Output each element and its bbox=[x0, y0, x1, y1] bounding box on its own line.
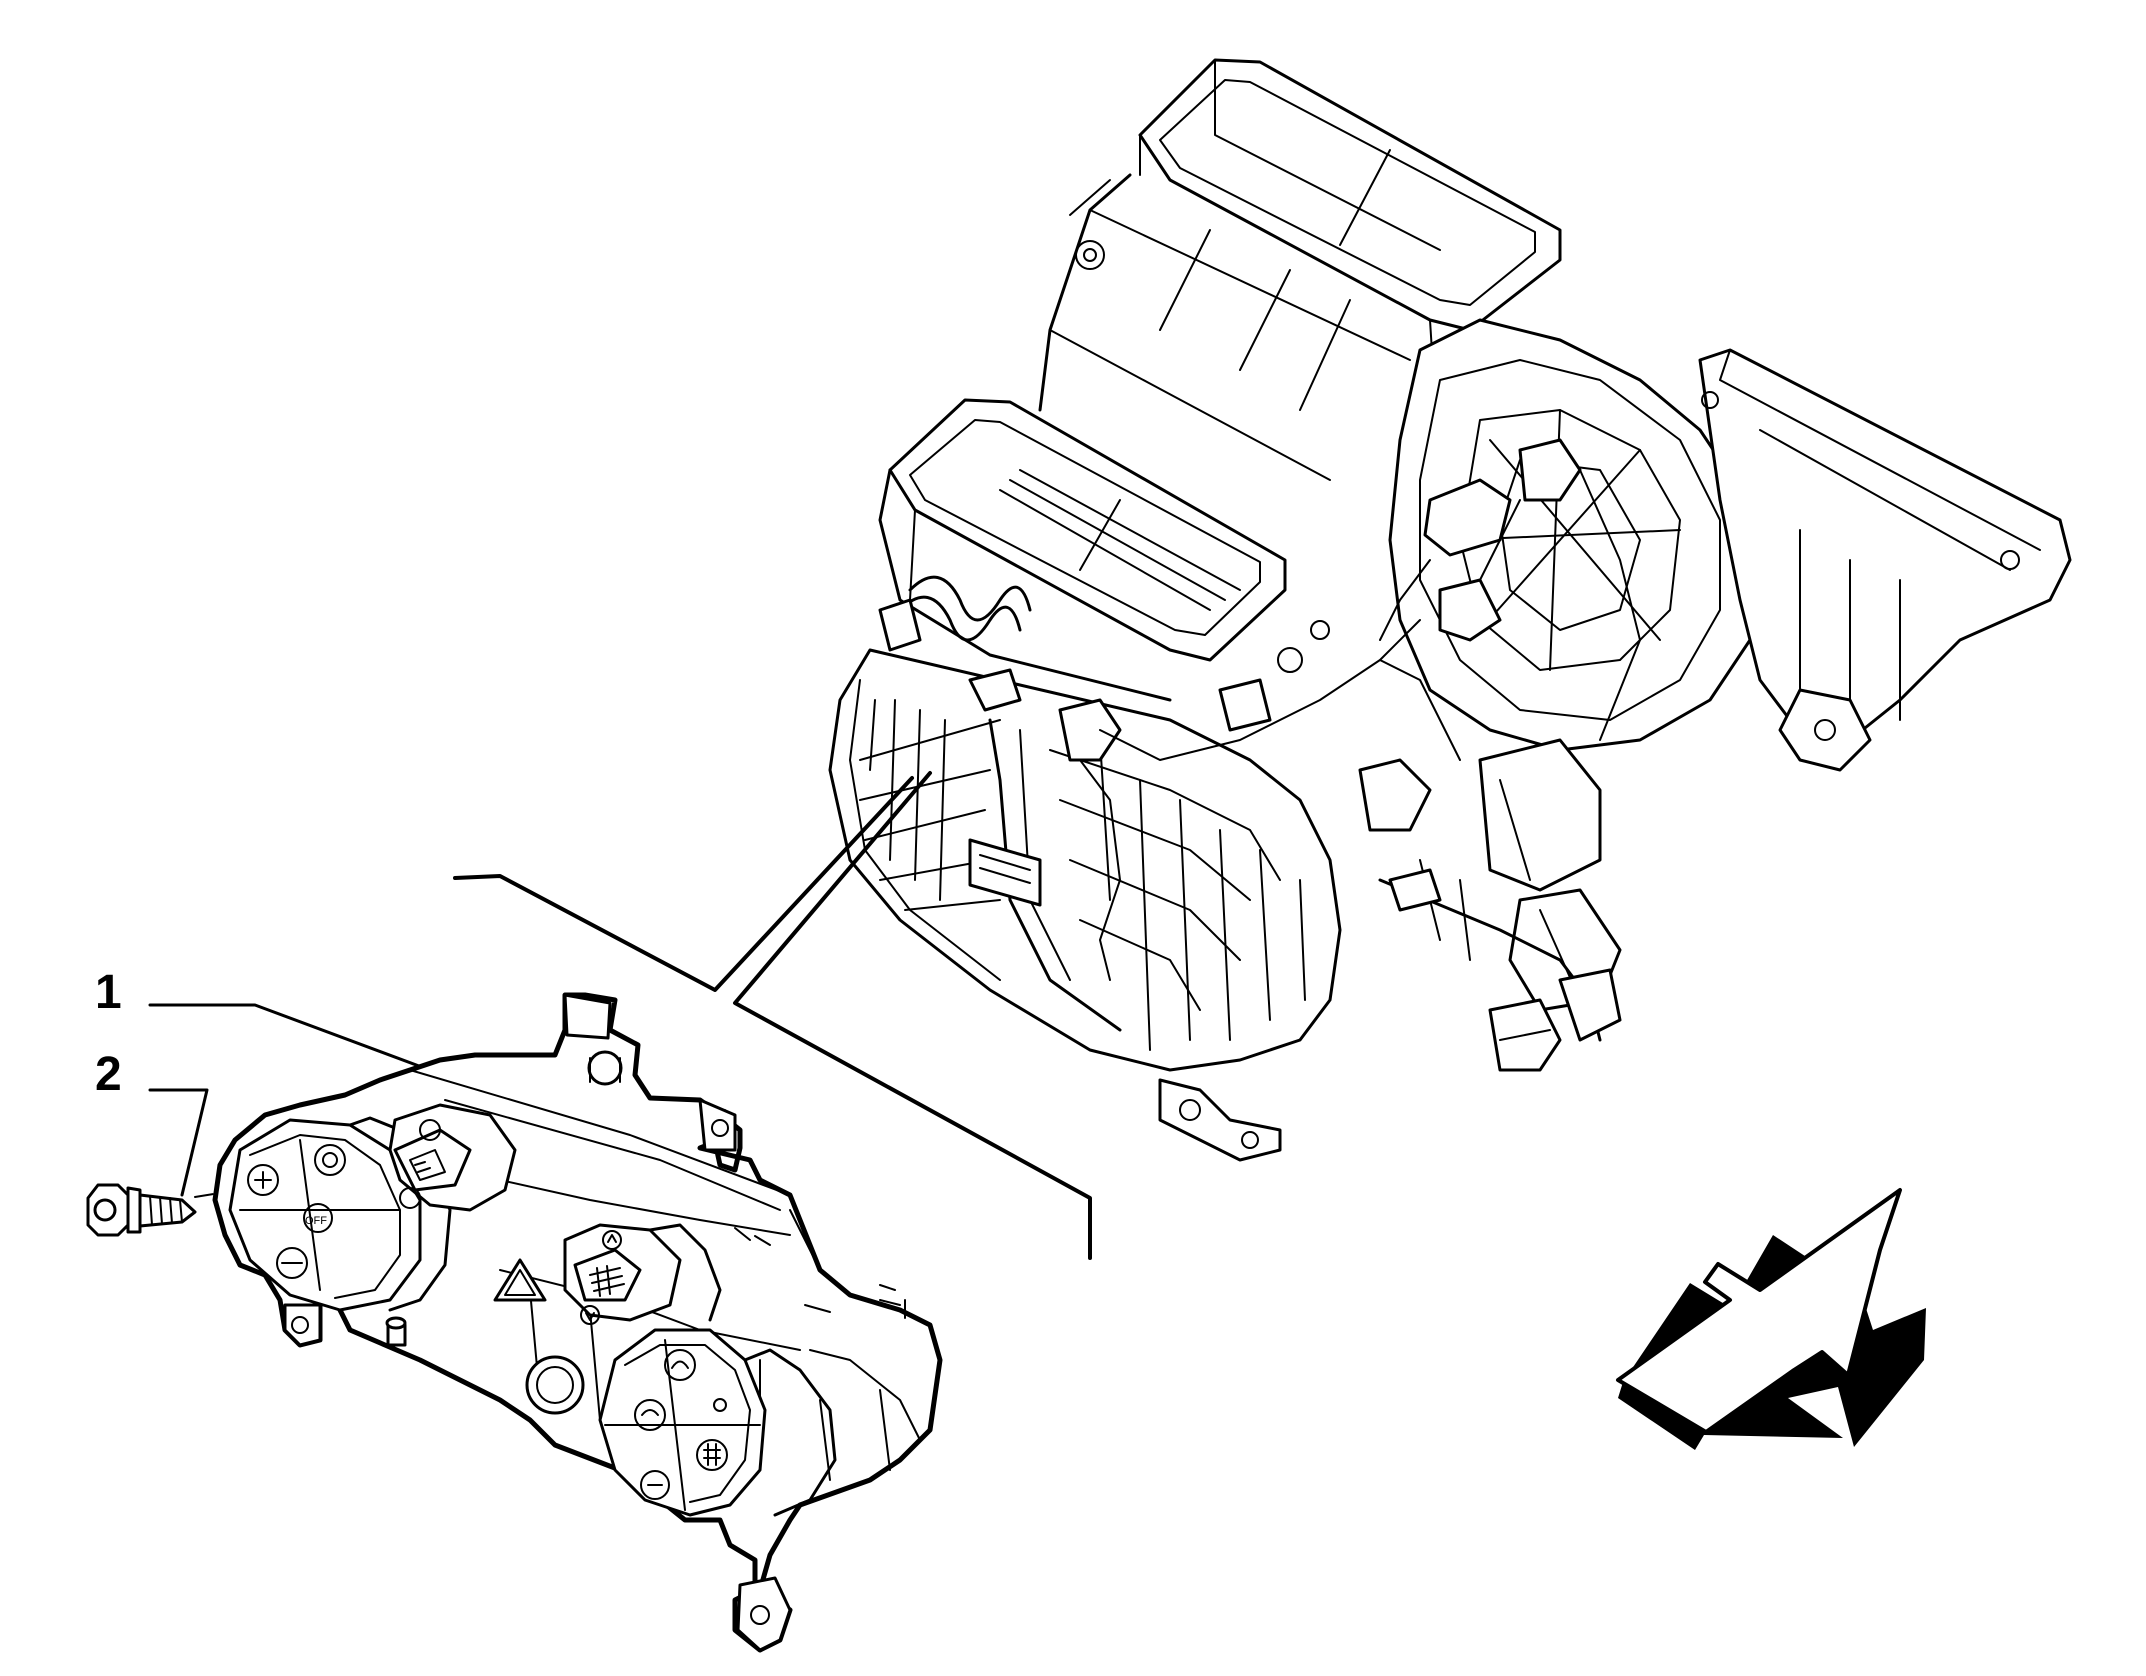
blower-housing bbox=[1388, 318, 2072, 772]
lower-air-duct bbox=[878, 398, 1287, 702]
heater-housing bbox=[828, 648, 1342, 1162]
off-button-left[interactable] bbox=[303, 1203, 333, 1233]
callout-number-1: 1 bbox=[95, 966, 122, 1019]
climate-control-panel: OFF bbox=[212, 992, 943, 1653]
fan-icon[interactable] bbox=[247, 1164, 279, 1196]
lower-display bbox=[563, 1223, 722, 1325]
off-label-left: OFF bbox=[305, 1215, 327, 1227]
ac-icon[interactable] bbox=[419, 1119, 441, 1141]
lower-frame bbox=[1378, 859, 1622, 1072]
callout-1: 1 bbox=[95, 966, 472, 1087]
left-control-dial: OFF bbox=[228, 1116, 452, 1312]
recirculation-icon[interactable] bbox=[314, 1144, 346, 1176]
assembly-leader-lines bbox=[453, 771, 1092, 1260]
screw bbox=[86, 1183, 197, 1237]
hvac-heater-assembly bbox=[828, 58, 2072, 1162]
defrost-icon[interactable] bbox=[696, 1439, 728, 1471]
temperature-icon[interactable] bbox=[276, 1247, 308, 1279]
right-control-dial bbox=[598, 1328, 837, 1517]
callout-2: 2 bbox=[95, 1048, 209, 1197]
airflow-icon[interactable] bbox=[664, 1349, 696, 1381]
upper-display bbox=[388, 1103, 517, 1212]
direction-arrow-icon bbox=[1616, 1188, 1926, 1450]
callout-number-2: 2 bbox=[95, 1048, 122, 1101]
